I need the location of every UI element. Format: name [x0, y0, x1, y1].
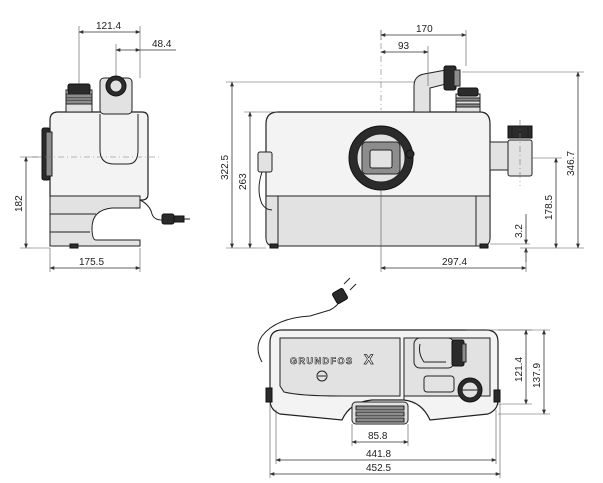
dim-front-total-height: 322.5 — [220, 155, 231, 180]
front-view — [257, 30, 533, 249]
dim-front-body-height: 263 — [238, 173, 249, 190]
dim-top-depth-overall: 137.9 — [532, 363, 543, 388]
dim-top-depth-inner: 121.4 — [514, 357, 525, 382]
top-view-button — [316, 370, 328, 382]
dim-top-outlet-width: 85.8 — [368, 431, 388, 442]
dim-side-height: 182 — [14, 195, 25, 212]
dim-front-foot-height: 3.2 — [514, 224, 525, 238]
side-view-dimensions: 121.4 48.4 182 175.5 — [14, 21, 176, 272]
dim-side-top-width: 121.4 — [96, 21, 121, 32]
dim-front-inlet-height: 178.5 — [544, 195, 555, 220]
dim-front-top-width: 170 — [416, 24, 433, 35]
side-view — [32, 75, 190, 249]
brand-logo: GRUNDFOS — [290, 356, 354, 366]
front-view-dimensions: 170 93 322.5 263 346.7 178.5 3.2 297.4 — [220, 24, 584, 272]
dim-side-base-width: 175.5 — [79, 257, 104, 268]
dim-front-base-width: 297.4 — [442, 257, 467, 268]
brand-logo-mark: X — [364, 351, 374, 367]
dim-top-overall-width: 452.5 — [366, 463, 391, 474]
side-view-base — [49, 195, 141, 247]
front-view-base — [265, 195, 491, 247]
plug-icon — [332, 288, 348, 304]
dim-front-top-offset: 93 — [398, 41, 410, 52]
dim-front-outlet-height: 346.7 — [566, 151, 577, 176]
top-view: GRUNDFOS X — [257, 277, 501, 425]
side-view-body — [49, 111, 149, 201]
top-view-dimensions: 85.8 441.8 452.5 121.4 137.9 — [269, 329, 550, 478]
dim-top-inner-width: 441.8 — [366, 449, 391, 460]
dim-side-top-offset: 48.4 — [152, 39, 172, 50]
